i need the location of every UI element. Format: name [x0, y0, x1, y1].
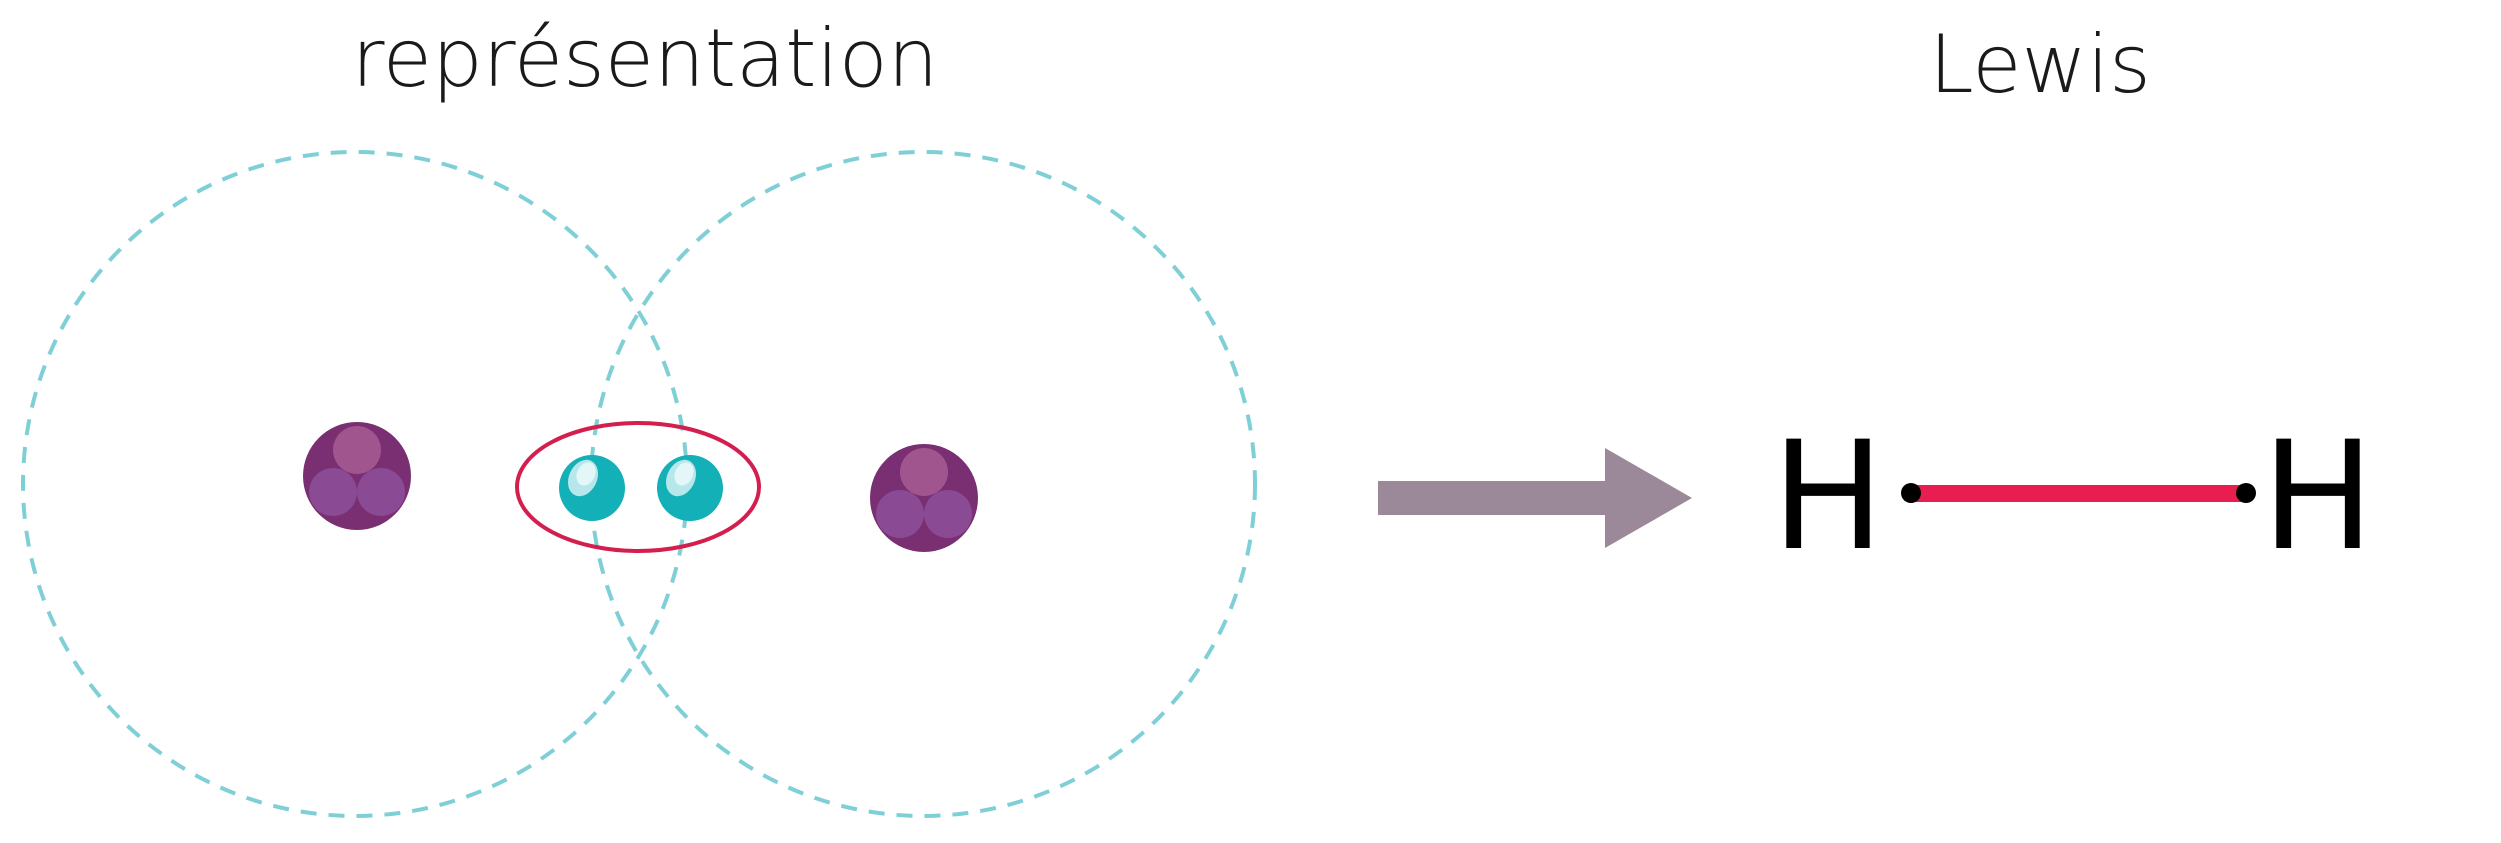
- nucleus-right-icon: [870, 444, 978, 552]
- electron-pair-outline: [515, 421, 761, 553]
- nucleus-left-icon: [303, 422, 411, 530]
- electron-right-icon: [657, 455, 723, 521]
- bond-end-dot-right: [2236, 483, 2256, 503]
- electron-left-icon: [559, 455, 625, 521]
- arrow-right-icon: [1378, 448, 1692, 548]
- lewis-title: Lewis: [1929, 18, 2151, 111]
- bond-end-dot-left: [1901, 483, 1921, 503]
- shared-electron-pair: [515, 421, 761, 553]
- lewis-structure: H H: [1772, 410, 2375, 584]
- representation-title: représentation: [352, 12, 939, 105]
- atom-h-left: H: [1772, 410, 1885, 584]
- atom-h-right: H: [2262, 410, 2375, 584]
- covalent-bond-line: [1911, 485, 2246, 502]
